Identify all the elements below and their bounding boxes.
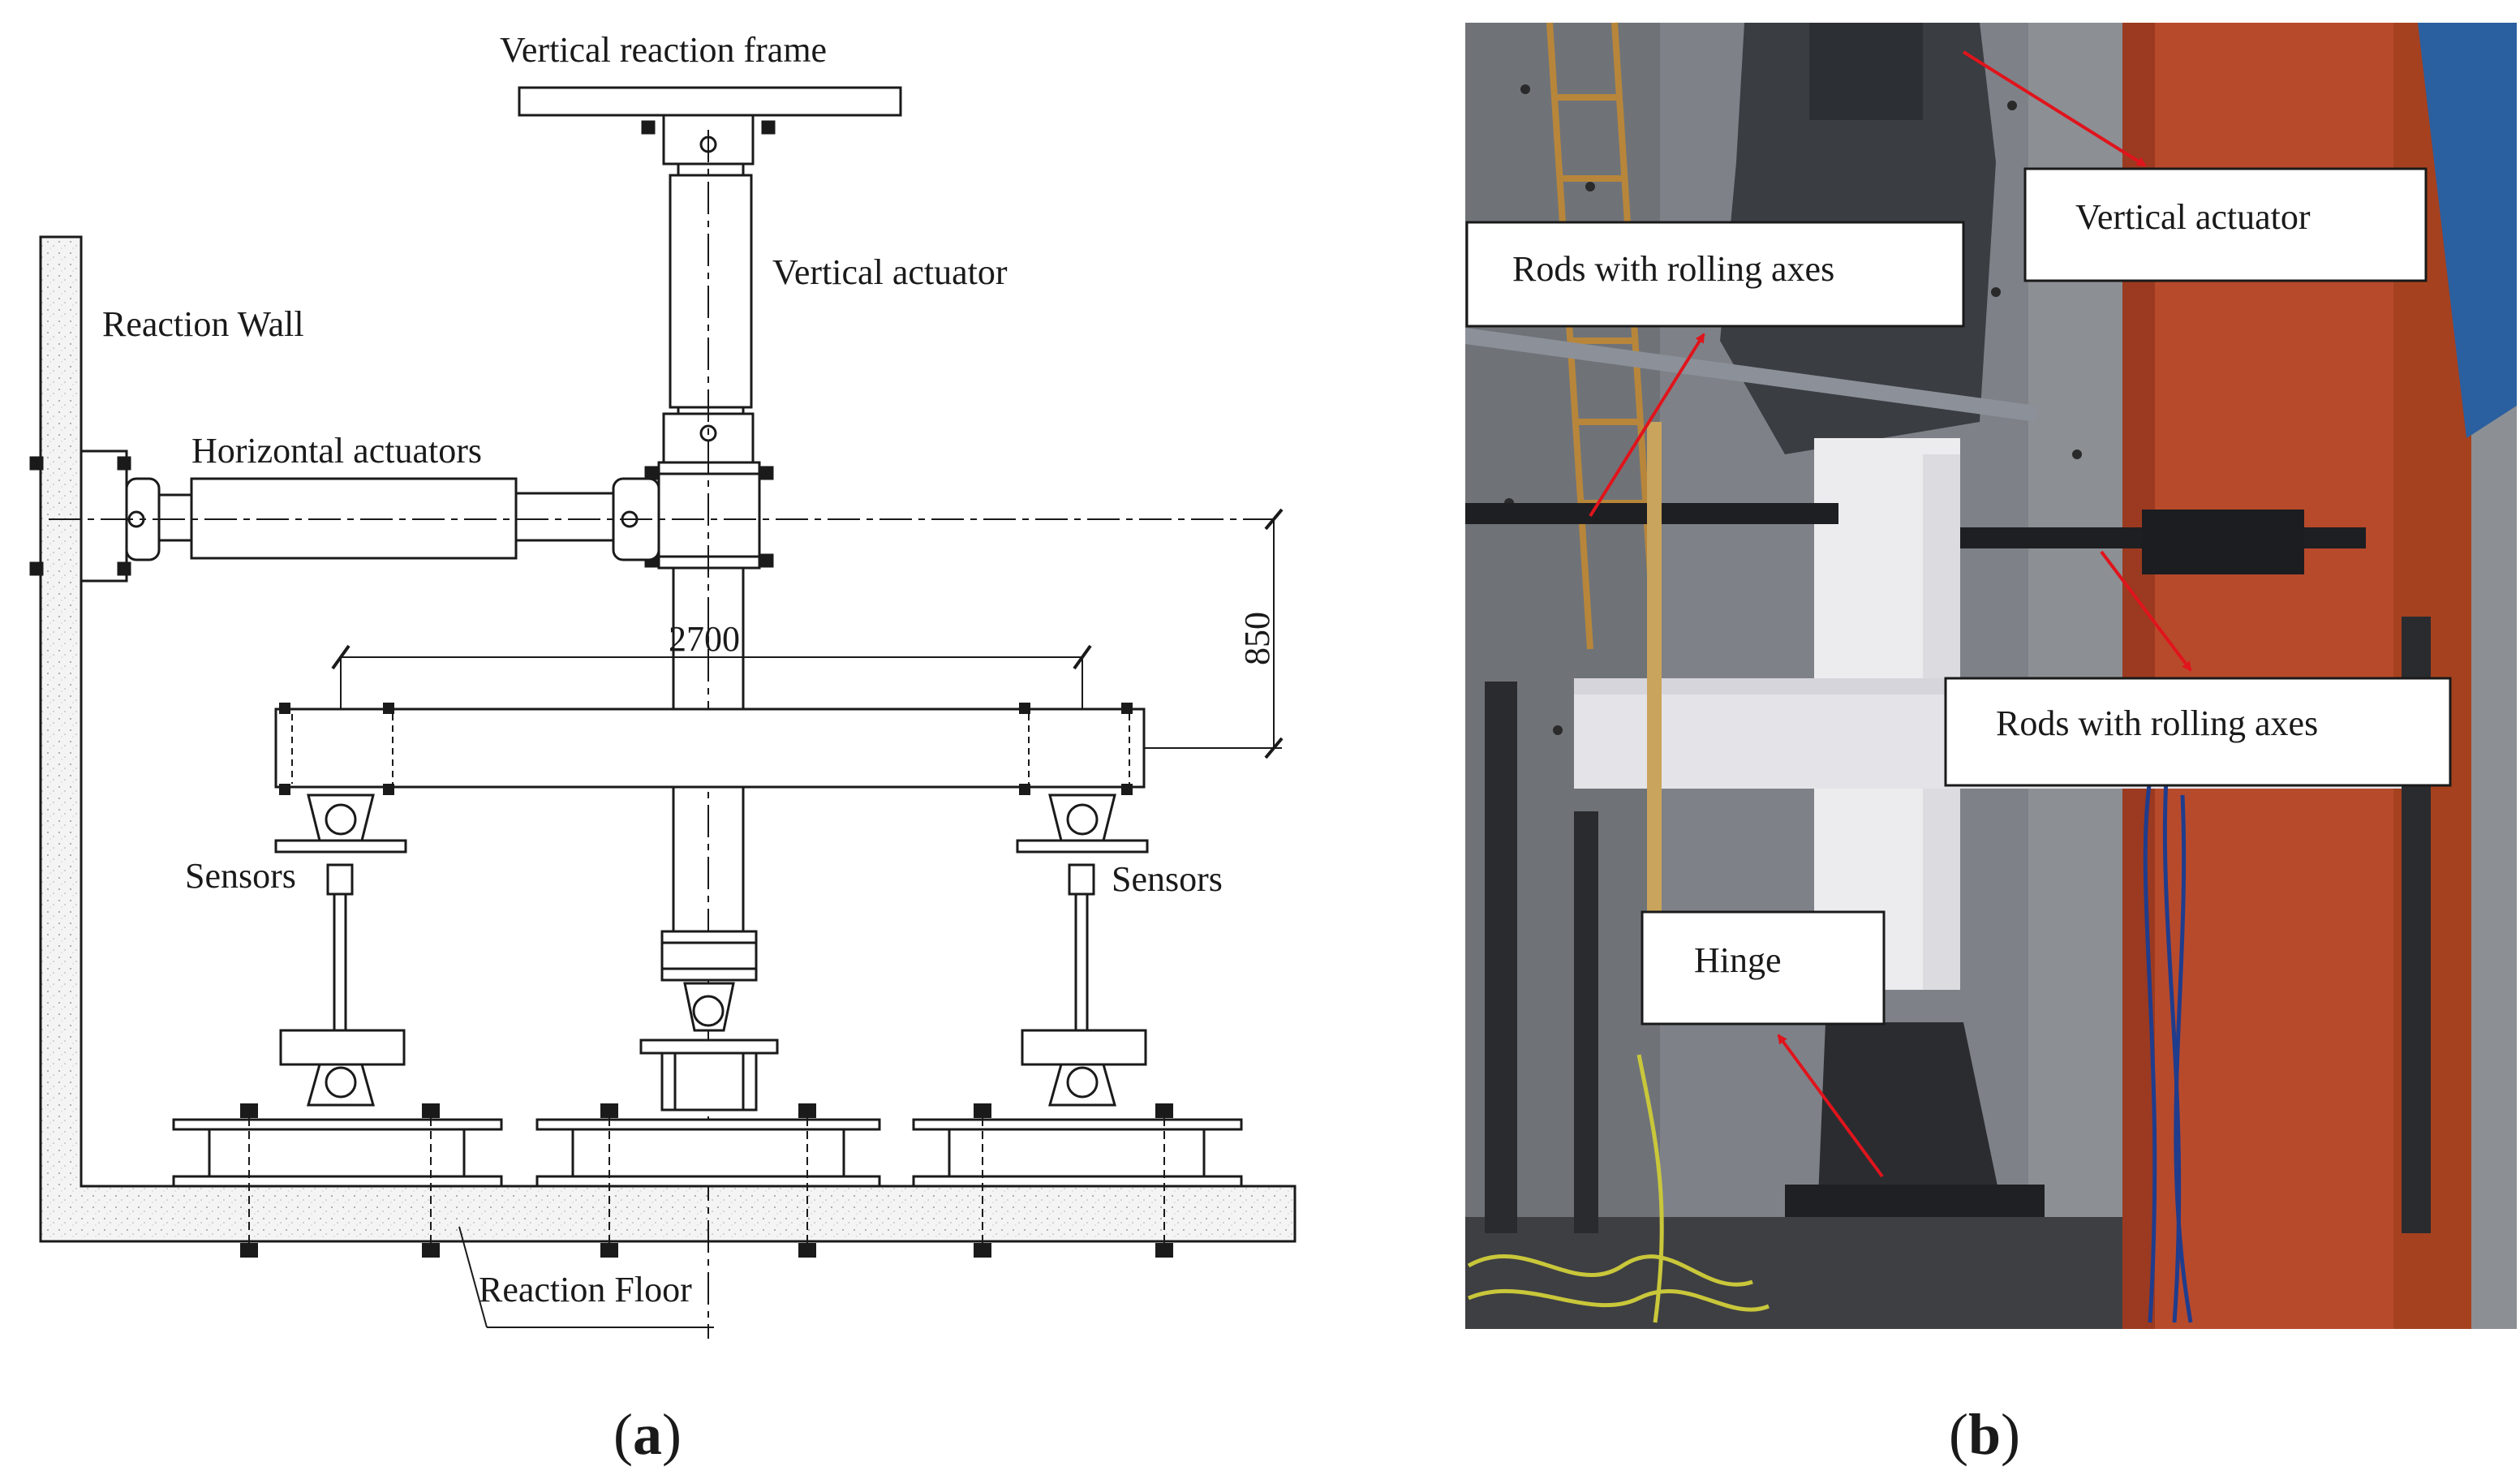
caption-a-letter: a: [633, 1402, 662, 1467]
label-sensors-left: Sensors: [185, 856, 296, 896]
callout-arrows: [1589, 50, 2192, 1178]
callout-rods-top: Rods with rolling axes: [1512, 249, 1834, 289]
caption-b-letter: b: [1968, 1402, 2001, 1467]
caption-a-open: (: [613, 1402, 633, 1467]
svg-text:(a): (a): [613, 1402, 682, 1467]
arrow-rods-top: [1589, 333, 1705, 518]
panel-a-labels: Vertical reaction frame Vertical actuato…: [102, 30, 1277, 1309]
label-vertical-reaction-frame: Vertical reaction frame: [500, 30, 827, 70]
base-plates: [172, 1118, 1243, 1188]
callout-box-hinge: [1641, 910, 1886, 1026]
svg-text:(b): (b): [1949, 1402, 2020, 1467]
vertical-reaction-frame-plate: [518, 86, 902, 117]
arrow-vertical-actuator: [1962, 50, 2147, 167]
caption-b: (b): [1949, 1402, 2020, 1467]
panel-b-callout-text: Rods with rolling axes Vertical actuator…: [1512, 197, 2318, 980]
callout-box-rods-right: [1944, 677, 2452, 787]
dimension-span: 2700: [669, 619, 740, 659]
reaction-wall: [39, 235, 1297, 1243]
callout-box-vertical-actuator: [2023, 167, 2428, 282]
caption-b-open: (: [1949, 1402, 1968, 1467]
caption-a: (a): [613, 1402, 682, 1467]
wall-bracket: [80, 449, 128, 583]
callout-hinge: Hinge: [1694, 940, 1782, 980]
arrow-hinge: [1777, 1034, 1884, 1178]
label-reaction-floor: Reaction Floor: [479, 1270, 692, 1309]
caption-b-close: ): [2001, 1402, 2020, 1467]
label-sensors-right: Sensors: [1112, 859, 1223, 899]
arrow-rods-right: [2100, 550, 2192, 672]
loading-beam: [274, 707, 1146, 789]
callout-rods-right: Rods with rolling axes: [1996, 703, 2318, 743]
panel-a-schematic: [29, 86, 1297, 1339]
label-horizontal-actuators: Horizontal actuators: [191, 431, 482, 471]
vertical-actuator-body: [669, 174, 753, 409]
callout-box-rods-top: [1465, 221, 1965, 328]
dimension-height: 850: [1237, 612, 1277, 665]
caption-a-close: ): [662, 1402, 682, 1467]
label-vertical-actuator: Vertical actuator: [772, 252, 1008, 292]
panel-b-callouts: [1465, 167, 2452, 1026]
label-reaction-wall: Reaction Wall: [102, 304, 304, 344]
anchor-bolts: [240, 1103, 1173, 1258]
callout-vertical-actuator: Vertical actuator: [2075, 197, 2311, 237]
